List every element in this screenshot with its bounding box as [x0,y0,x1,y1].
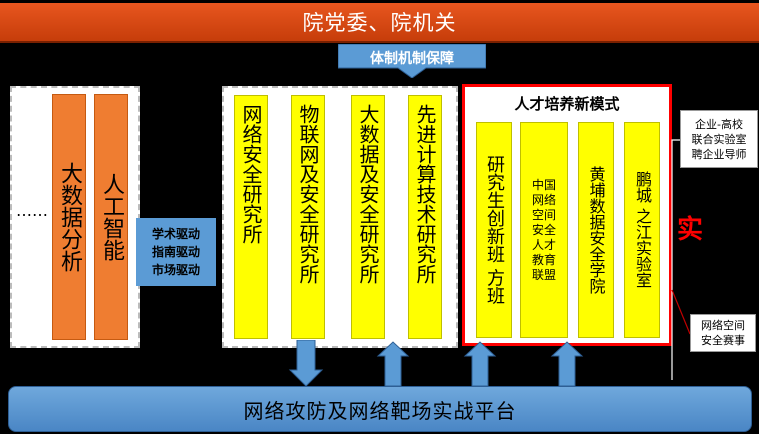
enterprise-note-line-1: 企业-高校 [695,117,743,131]
column-big-data-analysis: 大数据分析 [52,94,86,340]
up-arrow-talent-2 [550,341,584,387]
down-arrow-institutes [288,340,324,387]
competition-note-line-2: 安全赛事 [701,334,745,347]
talent-education-alliance-text: 中国网络空间安全人才教育联盟 [531,177,556,282]
institute-network-security: 网络安全研究所 [234,95,268,339]
guarantee-down-arrow [338,44,486,78]
talent-education-alliance: 中国网络空间安全人才教育联盟 [520,122,568,338]
enterprise-lab-note: 企业-高校 联合实验室 聘企业导师 [680,110,758,168]
up-arrow-talent-1 [463,341,497,387]
top-banner: 院党委、院机关 [0,3,759,43]
enterprise-note-line-2: 联合实验室 [691,132,747,146]
drive-box: 学术驱动 指南驱动 市场驱动 [136,218,216,286]
top-banner-title: 院党委、院机关 [302,11,457,35]
column-artificial-intelligence: 人工智能 [94,94,128,340]
enterprise-note-line-3: 聘企业导师 [691,147,747,161]
institute-iot-security: 物联网及安全研究所 [291,95,325,339]
drive-line-guideline: 指南驱动 [151,245,200,259]
competition-note: 网络空间 安全赛事 [690,314,756,352]
practice-character: 实 [676,214,703,245]
talent-model-title: 人才培养新模式 [514,94,620,113]
platform-arrows [288,340,584,387]
bottom-platform: 网络攻防及网络靶场实战平台 [8,386,752,432]
competition-note-line-1: 网络空间 [701,319,745,332]
ellipsis-text: …… [16,200,48,220]
drive-line-academic: 学术驱动 [151,227,200,241]
talent-pengcheng-lab: 鹏城 之江实验室 [624,122,660,338]
guarantee-label: 体制机制保障 [370,51,454,67]
bottom-platform-label: 网络攻防及网络靶场实战平台 [243,398,517,423]
side-bracket-lines [671,139,691,380]
institute-advanced-computing: 先进计算技术研究所 [408,95,442,339]
talent-whampoa-college: 黄埔数据安全学院 [578,122,614,338]
talent-grad-innovation-class: 研究生创新班 方班 [476,122,512,338]
drive-line-market: 市场驱动 [151,263,200,277]
institute-bigdata-security: 大数据及安全研究所 [351,95,385,339]
up-arrow-institutes [376,341,410,387]
